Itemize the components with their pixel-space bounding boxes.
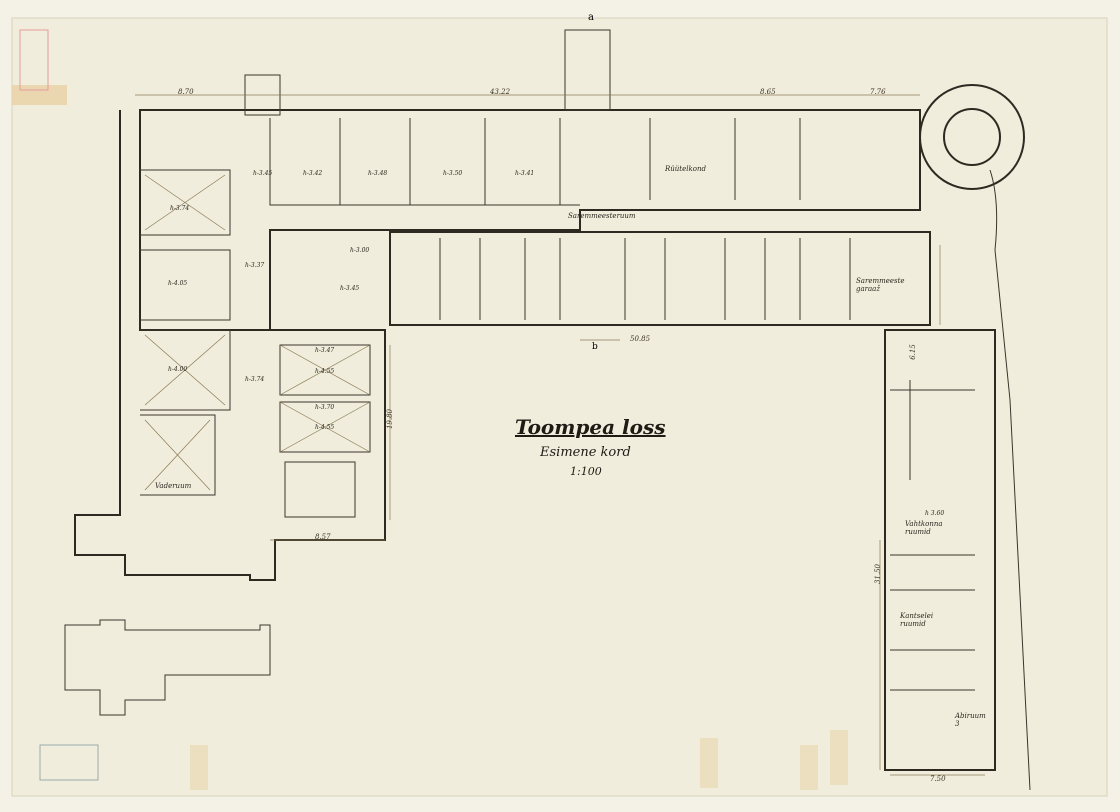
room-height: h-3.70 (315, 404, 335, 411)
plan-title: Toompea loss (515, 415, 666, 439)
dimension: 43.22 (490, 88, 511, 96)
dimension: 8.57 (315, 533, 331, 541)
tape (700, 738, 718, 788)
room-height: h-4.05 (168, 280, 188, 287)
room-height: h-3.45 (340, 285, 360, 292)
floor-label: Esimene kord (540, 445, 631, 460)
room-height: h-3.74 (170, 205, 190, 212)
dimension: 7.76 (870, 88, 886, 96)
room-name: Vaderuum (155, 482, 192, 490)
dimension: 8.65 (760, 88, 776, 96)
room-height: h-3.45 (253, 170, 273, 177)
room-name: Saremmeeste garaaž (856, 277, 905, 293)
room-height: h-4.55 (315, 368, 335, 375)
dimension: 6.15 (908, 344, 917, 360)
tape (190, 745, 208, 790)
room-height: h-3.37 (245, 262, 265, 269)
room-name: Rüütelkond (665, 165, 706, 173)
tape (830, 730, 848, 785)
room-name: Saremmeesteruum (568, 212, 636, 220)
room-height: h 3.60 (925, 510, 945, 517)
south-mark: b (592, 342, 598, 352)
room-name: Kantselei ruumid (900, 612, 934, 628)
north-mark: a (588, 12, 594, 23)
room-name: Vahtkonna ruumid (905, 520, 943, 536)
tape (800, 745, 818, 790)
room-height: h-3.41 (515, 170, 535, 177)
stamp (19, 29, 49, 91)
east-wing (884, 169, 1031, 791)
room-name: Abiruum 3 (955, 712, 986, 728)
room-height: h-3.42 (303, 170, 323, 177)
dimension: 7.50 (930, 775, 946, 783)
room-height: h-3.50 (443, 170, 463, 177)
room-height: h-3.74 (245, 376, 265, 383)
room-height: h-3.47 (315, 347, 335, 354)
scale-label: 1:100 (570, 465, 602, 478)
dimension: 8.70 (178, 88, 194, 96)
room-height: h-3.00 (350, 247, 370, 254)
room-height: h-4.00 (168, 366, 188, 373)
dimension: 31.50 (874, 563, 883, 585)
dimension: 19.80 (386, 408, 395, 430)
room-height: h-3.48 (368, 170, 388, 177)
archive-stamp (39, 744, 99, 781)
room-height: h-4.55 (315, 424, 335, 431)
key-plan (64, 619, 271, 716)
north-wing (139, 29, 1025, 331)
dimension: 50.85 (630, 335, 651, 343)
